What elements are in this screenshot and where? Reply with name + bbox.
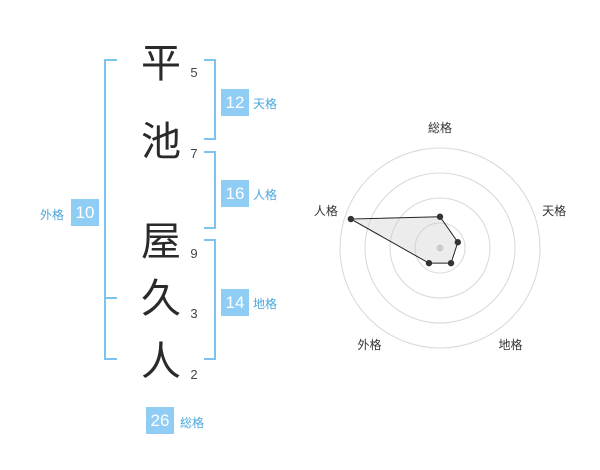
gaikaku-bracket xyxy=(104,59,117,360)
jinkaku-badge: 16 xyxy=(221,180,249,207)
name-char-3: 屋 xyxy=(141,219,181,265)
tenkaku-label: 天格 xyxy=(253,97,278,111)
radar-ring xyxy=(364,172,516,324)
name-char-1: 平 xyxy=(141,41,181,87)
tenkaku-badge: 12 xyxy=(221,89,249,116)
soukaku-label: 総格 xyxy=(180,416,205,430)
radar-axis-label: 天格 xyxy=(542,203,566,218)
radar-polygon xyxy=(349,216,459,264)
gaikaku-label: 外格 xyxy=(40,208,65,222)
stroke-count-4: 3 xyxy=(190,306,198,321)
stroke-count-1: 5 xyxy=(190,65,198,80)
soukaku-badge: 26 xyxy=(146,407,174,434)
jinkaku-label: 人格 xyxy=(253,188,278,202)
name-char-2: 池 xyxy=(141,119,181,165)
chikaku-bracket xyxy=(204,239,216,360)
gaikaku-badge: 10 xyxy=(71,199,99,226)
chikaku-badge: 14 xyxy=(221,289,249,316)
radar-ring xyxy=(389,197,491,299)
radar-ring xyxy=(339,147,541,349)
radar-point xyxy=(454,239,462,246)
radar-axis-label: 地格 xyxy=(499,337,523,352)
radar-axis-label: 総格 xyxy=(428,120,452,135)
radar-center-dot xyxy=(436,244,444,252)
name-char-5: 人 xyxy=(141,339,181,385)
radar-axis-label: 人格 xyxy=(314,203,338,218)
stroke-count-3: 9 xyxy=(190,246,198,261)
radar-point xyxy=(436,213,444,220)
tenkaku-bracket xyxy=(204,59,216,140)
stroke-count-2: 7 xyxy=(190,146,198,161)
chikaku-label: 地格 xyxy=(253,297,278,311)
radar-point xyxy=(425,259,433,267)
radar-axis-label: 外格 xyxy=(357,337,381,352)
radar-point xyxy=(347,215,355,223)
radar-point xyxy=(447,259,455,267)
jinkaku-bracket xyxy=(204,151,216,229)
radar-ring xyxy=(414,222,466,274)
name-char-4: 久 xyxy=(141,276,181,322)
stroke-count-5: 2 xyxy=(190,367,198,382)
